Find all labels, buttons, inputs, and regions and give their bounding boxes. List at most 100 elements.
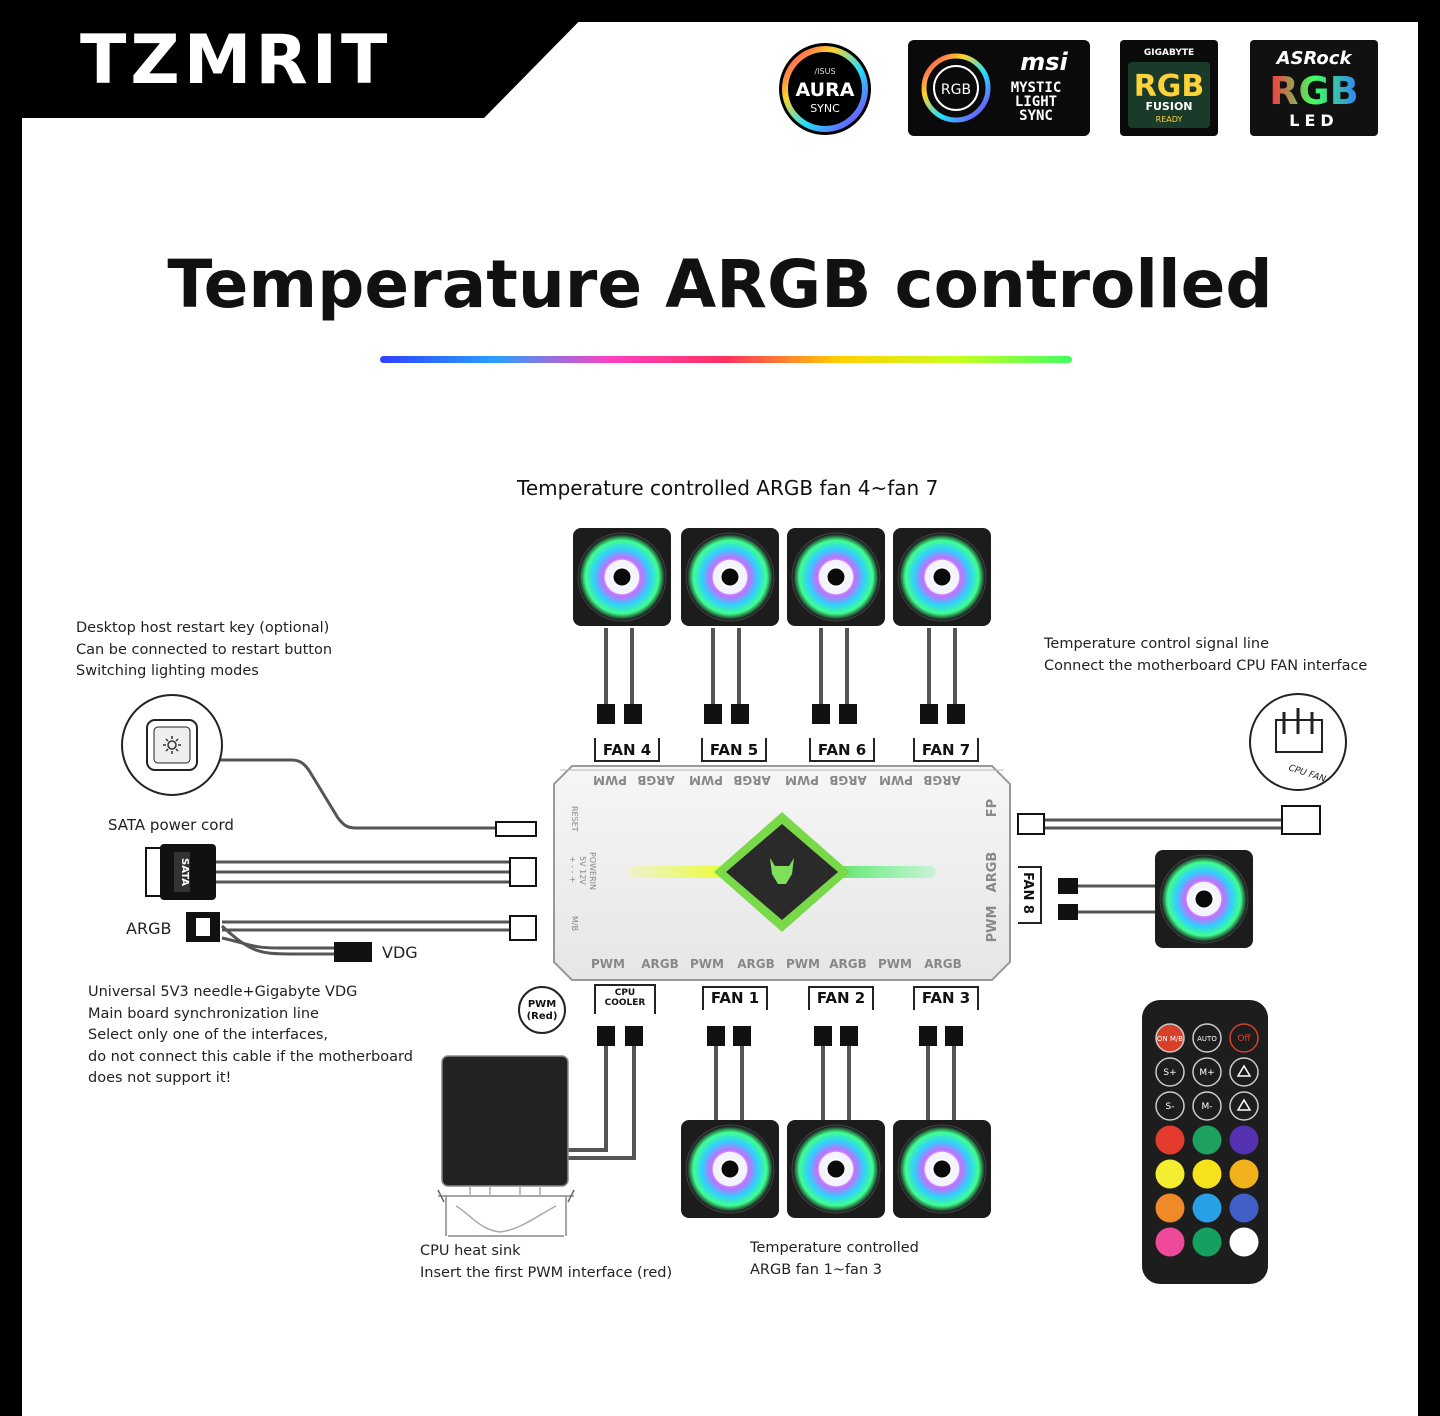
msi-mystic-light-logo: RGB msi MYSTIC LIGHT SYNC bbox=[908, 40, 1090, 136]
remote-color-key bbox=[1155, 1227, 1185, 1257]
hub-fp-label: FP bbox=[985, 799, 1000, 817]
fan-2-label: FAN 2 bbox=[808, 986, 874, 1010]
page-title: Temperature ARGB controlled bbox=[167, 246, 1273, 323]
brightness-icon bbox=[1236, 1064, 1252, 1077]
hub-bottom-port-argb: ARGB bbox=[924, 957, 962, 971]
gigabyte-text: GIGABYTE bbox=[1144, 48, 1194, 58]
fusion-text: FUSION bbox=[1145, 100, 1192, 113]
pwm-red-line-1: PWM bbox=[527, 999, 557, 1010]
restart-button bbox=[121, 694, 223, 796]
remote-color-key bbox=[1192, 1159, 1222, 1189]
remote-color-key bbox=[1229, 1227, 1259, 1257]
remote-key-label: Off bbox=[1237, 1034, 1251, 1044]
hub-bottom-port-argb: ARGB bbox=[641, 957, 679, 971]
fans-group bbox=[442, 528, 1253, 1218]
top-fan-cables bbox=[604, 628, 957, 706]
hub-voltage-label: 5V 12V bbox=[578, 856, 587, 885]
ready-text: READY bbox=[1156, 115, 1183, 124]
cpu-fan-header: CPU FAN bbox=[1249, 693, 1347, 791]
msi-line-3: SYNC bbox=[1019, 108, 1053, 124]
hub-mb-label: M/B bbox=[570, 916, 579, 931]
sata-cable bbox=[214, 860, 512, 884]
universal-note: Universal 5V3 needle+Gigabyte VDG Main b… bbox=[88, 982, 413, 1090]
cpu-heatsink-note: CPU heat sink Insert the first PWM inter… bbox=[420, 1241, 672, 1284]
hub-powerin-label: POWERIN bbox=[588, 852, 597, 890]
fan-1-image bbox=[681, 1120, 779, 1218]
signal-note-line-2: Connect the motherboard CPU FAN interfac… bbox=[1044, 657, 1368, 674]
restart-note: Desktop host restart key (optional) Can … bbox=[76, 618, 332, 683]
fan-2-image bbox=[787, 1120, 885, 1218]
hub-bottom-port-pwm: PWM bbox=[786, 957, 820, 971]
sata-plug: SATA bbox=[145, 844, 216, 900]
cpu-heatsink bbox=[437, 1055, 575, 1237]
cpu-cooler-line-1: CPU bbox=[614, 988, 636, 998]
remote-color-key bbox=[1155, 1193, 1185, 1223]
remote-key-s- bbox=[1155, 1057, 1185, 1087]
asrock-rgb-led-logo: ASRock RGB LED bbox=[1250, 40, 1378, 136]
remote-color-key bbox=[1155, 1125, 1185, 1155]
remote-key-label: AUTO bbox=[1197, 1035, 1217, 1043]
bottom-fans-note: Temperature controlled ARGB fan 1~fan 3 bbox=[750, 1238, 919, 1281]
hub-pwm-label: PWM bbox=[985, 906, 1000, 943]
remote-key-label: M+ bbox=[1199, 1068, 1214, 1078]
fan-4-label: FAN 4 bbox=[594, 738, 660, 762]
argb-cable bbox=[220, 920, 512, 956]
brightness-icon bbox=[1236, 1098, 1252, 1111]
brand-bar bbox=[0, 0, 600, 118]
hub-bottom-port-argb: ARGB bbox=[737, 957, 775, 971]
asus-aura-sync-logo: /ISUS AURA SYNC bbox=[779, 43, 871, 135]
bottom-fan-cables bbox=[562, 1044, 956, 1160]
remote-key-s- bbox=[1155, 1091, 1185, 1121]
remote-key-label: S+ bbox=[1163, 1068, 1176, 1078]
remote-key-off bbox=[1229, 1023, 1259, 1053]
hub-top-port-argb: ARGB bbox=[637, 773, 675, 787]
cpu-cooler-line-2: COOLER bbox=[604, 998, 646, 1008]
pwm-red-badge: PWM (Red) bbox=[518, 986, 566, 1034]
hub-bottom-port-pwm: PWM bbox=[690, 957, 724, 971]
fan-3-label: FAN 3 bbox=[913, 986, 979, 1010]
fan-8-label: FAN 8 bbox=[1020, 872, 1035, 914]
bottom-fans-note-line-2: ARGB fan 1~fan 3 bbox=[750, 1261, 882, 1278]
remote-color-key bbox=[1229, 1125, 1259, 1155]
remote-key-on-m-b bbox=[1155, 1023, 1185, 1053]
restart-button-cable bbox=[218, 758, 500, 830]
hub-top-port-pwm: PWM bbox=[785, 773, 819, 787]
asrock-rgb-text: RGB bbox=[1269, 69, 1358, 113]
msi-line-1: MYSTIC bbox=[1011, 80, 1062, 96]
remote-key-m- bbox=[1192, 1057, 1222, 1087]
hub-polarity-label: + - - + bbox=[568, 856, 577, 883]
hub-top-port-pwm: PWM bbox=[879, 773, 913, 787]
led-text: LED bbox=[1289, 111, 1338, 130]
hub-logo-icon bbox=[770, 858, 794, 884]
msi-rgb-text: RGB bbox=[941, 82, 971, 98]
controller-hub bbox=[553, 765, 1011, 981]
cpu-fan-signal-cable bbox=[1038, 818, 1284, 830]
pwm-red-line-2: (Red) bbox=[526, 1011, 558, 1022]
cpu-heatsink-note-line-1: CPU heat sink bbox=[420, 1243, 521, 1259]
remote-key-auto bbox=[1192, 1023, 1222, 1053]
argb-label: ARGB bbox=[126, 919, 172, 938]
hub-bottom-port-argb: ARGB bbox=[829, 957, 867, 971]
remote-key-label: S- bbox=[1166, 1102, 1175, 1112]
hub-argb-label: ARGB bbox=[985, 852, 1000, 893]
asus-top-text: /ISUS bbox=[814, 67, 835, 76]
restart-note-line-3: Switching lighting modes bbox=[76, 663, 259, 679]
restart-note-line-2: Can be connected to restart button bbox=[76, 641, 333, 658]
brand-name: TZMRIT bbox=[80, 21, 392, 100]
remote-color-key bbox=[1192, 1227, 1222, 1257]
remote-key-label: M- bbox=[1201, 1102, 1212, 1112]
rainbow-divider bbox=[380, 356, 1072, 363]
remote-key-label: ON M/B bbox=[1157, 1035, 1183, 1043]
top-fans-heading: Temperature controlled ARGB fan 4~fan 7 bbox=[517, 476, 939, 500]
universal-note-line-5: does not support it! bbox=[88, 1070, 232, 1086]
signal-note: Temperature control signal line Connect … bbox=[1044, 634, 1367, 677]
gigabyte-rgb-fusion-logo: GIGABYTE RGB FUSION READY bbox=[1120, 40, 1218, 136]
asrock-text: ASRock bbox=[1275, 48, 1353, 69]
fan-6-label: FAN 6 bbox=[809, 738, 875, 762]
remote-key-mode bbox=[1229, 1091, 1259, 1121]
sata-plug-text: SATA bbox=[179, 858, 190, 886]
fan8-cables bbox=[1076, 884, 1158, 914]
